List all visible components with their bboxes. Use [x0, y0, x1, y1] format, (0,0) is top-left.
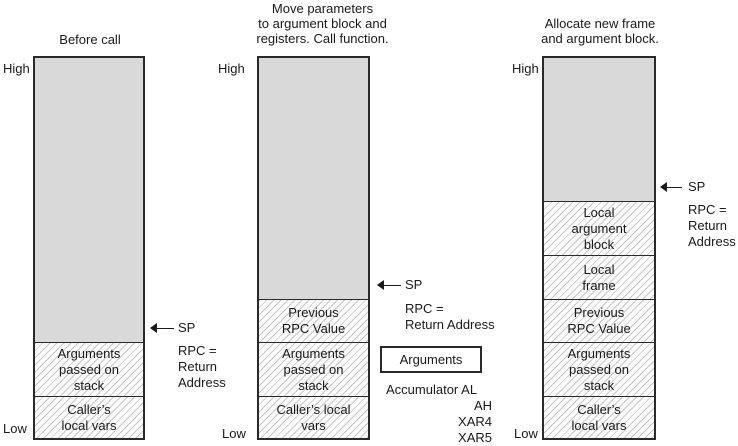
axis-low-2: Low — [222, 426, 246, 441]
segment-callers-local-vars: Caller’s local vars — [35, 396, 143, 438]
register-arguments-box: Arguments — [380, 346, 482, 373]
segment-previous-rpc: Previous RPC Value — [544, 299, 654, 342]
segment-previous-rpc: Previous RPC Value — [259, 299, 368, 342]
free-stack-space — [35, 58, 143, 342]
title-before-call: Before call — [59, 32, 121, 47]
arrow-head-icon — [150, 323, 157, 333]
sp-label-1: SP — [178, 320, 196, 335]
register-list: AH XAR4 XAR5 — [458, 398, 492, 445]
title-allocate-frame: Allocate new frame and argument block. — [541, 16, 659, 46]
axis-high-2: High — [218, 61, 245, 76]
sp-arrow-3 — [660, 181, 682, 193]
segment-callers-local-vars: Caller’s local vars — [544, 396, 654, 438]
segment-arguments-on-stack: Arguments passed on stack — [544, 342, 654, 396]
segment-local-argument-block: Local argument block — [544, 201, 654, 255]
sp-arrow-1 — [150, 322, 174, 334]
arrow-head-icon — [660, 182, 667, 192]
rpc-note-1: RPC = Return Address — [178, 343, 226, 390]
segment-arguments-on-stack: Arguments passed on stack — [35, 342, 143, 396]
segment-arguments-on-stack: Arguments passed on stack — [259, 342, 368, 396]
stack-before-call: Arguments passed on stack Caller’s local… — [33, 56, 145, 440]
title-move-parameters: Move parameters to argument block and re… — [256, 1, 389, 46]
axis-low-3: Low — [514, 426, 538, 441]
free-stack-space — [259, 58, 368, 299]
sp-arrow-2 — [377, 279, 401, 291]
rpc-note-3: RPC = Return Address — [688, 202, 736, 249]
sp-label-3: SP — [688, 179, 706, 194]
accumulator-label: Accumulator AL — [386, 382, 478, 397]
arrow-head-icon — [377, 280, 384, 290]
segment-local-frame: Local frame — [544, 255, 654, 299]
axis-low-1: Low — [3, 421, 27, 436]
sp-label-2: SP — [405, 277, 423, 292]
axis-high-3: High — [512, 61, 539, 76]
rpc-note-2: RPC = Return Address — [405, 301, 495, 332]
stack-move-parameters: Previous RPC Value Arguments passed on s… — [257, 56, 370, 440]
segment-callers-local-vars: Caller’s local vars — [259, 396, 368, 438]
free-stack-space — [544, 58, 654, 201]
axis-high-1: High — [3, 61, 30, 76]
stack-allocate-frame: Local argument block Local frame Previou… — [542, 56, 656, 440]
